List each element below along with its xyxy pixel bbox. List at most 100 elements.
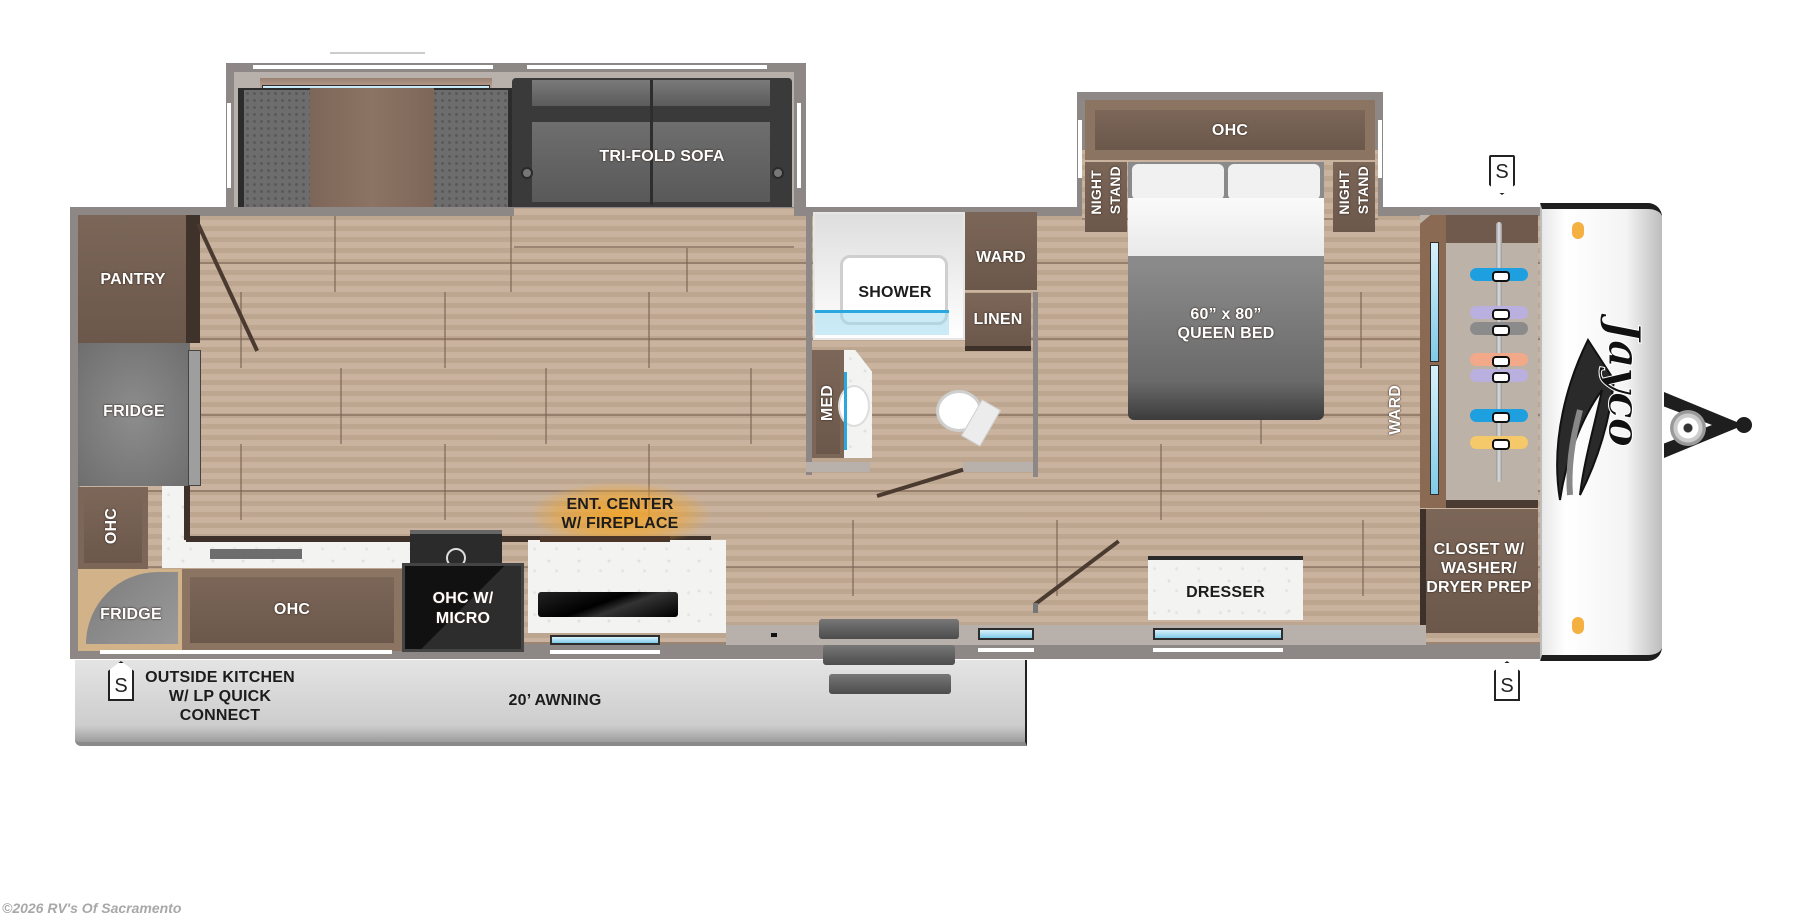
ohc-micro-label-2: MICRO [435, 610, 491, 627]
fridge-main[interactable] [78, 343, 190, 486]
fridge-main-label: FRIDGE [103, 403, 165, 420]
sofa-cupholder-right-icon [772, 167, 784, 179]
linen[interactable] [965, 293, 1031, 351]
snowboard-7 [1470, 436, 1528, 450]
tri-fold-sofa-label: TRI-FOLD SOFA [599, 148, 725, 165]
slideout-floor [514, 208, 794, 248]
fridge-main-door [188, 350, 201, 486]
closet-label-2: WASHER/ [1440, 560, 1518, 577]
plank-seam [545, 368, 547, 444]
closet-washer-dryer[interactable] [1420, 509, 1538, 633]
night-stand-left-label-1: NIGHT [1088, 170, 1104, 215]
ent-center-label-1: ENT. CENTER [566, 496, 674, 513]
ohc-kitchen-label: OHC [273, 601, 311, 618]
bedroom-window [1153, 628, 1283, 640]
bath-floor-edge [963, 462, 1033, 472]
plank-seam [444, 444, 446, 520]
stabilizer-marker-rear-bottom: S [108, 661, 134, 701]
plank-seam [340, 368, 342, 444]
ohc-left-vertical[interactable] [78, 487, 148, 569]
plank-seam [1360, 292, 1362, 368]
jayco-wordmark: Jayco [1598, 319, 1650, 447]
dresser-top-edge [1148, 556, 1303, 561]
ward-bath[interactable] [965, 212, 1037, 290]
bedroom-window-line [1153, 648, 1283, 652]
entry-step-1[interactable] [819, 619, 959, 639]
bed-size-label: 60” x 80” [1190, 306, 1262, 323]
plank-seam [334, 216, 336, 292]
snowboard-5 [1470, 369, 1528, 383]
sofa-divider [650, 80, 653, 205]
hitch-coupler-icon [1736, 417, 1752, 433]
kitchen-sink[interactable] [210, 549, 302, 559]
entry-step-2[interactable] [823, 645, 955, 665]
slideout-right-window-line [797, 103, 801, 188]
slideout-left-window-line [227, 103, 231, 188]
night-stand-left[interactable] [1085, 162, 1127, 232]
pillow-left [1132, 164, 1224, 200]
entry-window-line [978, 648, 1034, 652]
outside-kitchen-label-2: W/ LP QUICK [168, 688, 272, 705]
plank-seam [648, 292, 650, 368]
jayco-logo: Jayco [1540, 300, 1660, 550]
wardrobe-mirror-bottom [1430, 365, 1439, 495]
bath-sink-icon [838, 385, 870, 427]
bathroom-wall-right [1033, 292, 1038, 477]
pantry-label: PANTRY [100, 271, 166, 288]
awning-label: 20’ AWNING [508, 692, 602, 709]
fridge-outside-label: FRIDGE [100, 606, 162, 623]
slideout-top-window-line [527, 65, 767, 69]
kitchen-window-line [100, 650, 392, 654]
sofa-cupholder-left-icon [521, 167, 533, 179]
snowboard-4 [1470, 353, 1528, 367]
bed-comforter-fold [1128, 198, 1324, 256]
bathroom-wall [806, 210, 812, 475]
entry-light-icon [771, 633, 777, 637]
pantry-side [186, 215, 200, 343]
plank-seam [510, 216, 512, 292]
bath-floor-edge [806, 462, 870, 472]
dresser[interactable] [1148, 560, 1303, 620]
snowboard-3 [1470, 322, 1528, 336]
ent-center-window [550, 635, 660, 645]
plank-seam [686, 216, 688, 292]
kitchen-counter-edge [184, 486, 190, 542]
snowboard-2 [1470, 306, 1528, 320]
night-stand-right-label-2: STAND [1355, 166, 1371, 215]
entry-window [978, 628, 1034, 640]
fireplace-top [540, 536, 670, 542]
night-stand-right-label-1: NIGHT [1336, 170, 1352, 215]
ohc-kitchen[interactable] [182, 569, 402, 651]
shower-label: SHOWER [858, 284, 932, 301]
wardrobe-bottom-shelf [1446, 500, 1538, 508]
closet-label-3: DRYER PREP [1426, 579, 1532, 596]
med-label: MED [819, 385, 836, 422]
plank-seam [1362, 520, 1364, 596]
ohc-bedroom[interactable] [1085, 100, 1375, 160]
bath-mirror [844, 372, 847, 450]
plank-seam [240, 292, 242, 368]
shower-water [815, 313, 949, 335]
closet-label-1: CLOSET W/ [1433, 541, 1525, 558]
ent-center-label-2: W/ FIREPLACE [561, 515, 679, 532]
marker-light-top-icon [1572, 222, 1584, 239]
night-stand-right[interactable] [1333, 162, 1375, 232]
snowboard-6 [1470, 409, 1528, 423]
snowboard-rack-rod [1496, 222, 1502, 482]
plank-seam [1056, 520, 1058, 596]
wardrobe-mirror-top [1430, 242, 1439, 362]
ent-center[interactable] [528, 540, 726, 633]
pantry[interactable] [78, 215, 188, 343]
night-stand-left-label-2: STAND [1107, 166, 1123, 215]
ent-center-tv[interactable] [538, 592, 678, 617]
stabilizer-marker-front-bottom: S [1494, 661, 1520, 701]
plank-seam [1160, 444, 1162, 520]
dresser-label: DRESSER [1186, 584, 1265, 601]
plank-seam [444, 292, 446, 368]
door-stop [1033, 603, 1038, 613]
slideout-top-window-line [253, 65, 493, 69]
linen-label: LINEN [973, 311, 1023, 328]
entry-step-3[interactable] [829, 674, 951, 694]
ohc-left-vertical-label: OHC [103, 508, 120, 545]
ohc-micro[interactable] [402, 563, 524, 652]
